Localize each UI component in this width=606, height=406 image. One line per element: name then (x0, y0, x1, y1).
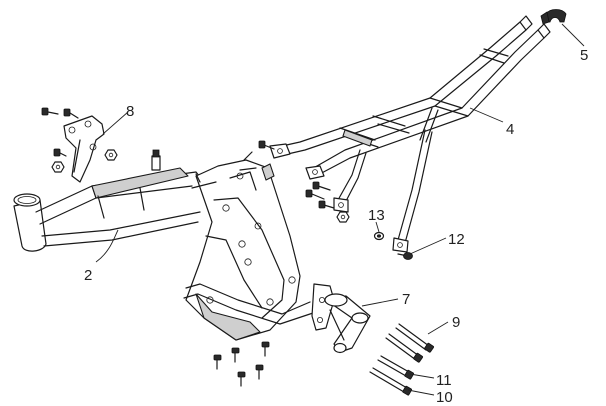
bolt-icon (305, 189, 325, 200)
subframe-bolts (258, 140, 350, 223)
bolt-icon (41, 107, 59, 116)
long-bolt-9b (395, 323, 435, 353)
bolt-icon (255, 364, 264, 380)
engine-mount-bracket (63, 115, 105, 183)
bolt-icon (63, 108, 79, 119)
callout-4: 4 (506, 121, 514, 138)
callout-2: 2 (84, 267, 92, 284)
leader-2 (95, 229, 119, 263)
nut-icon (104, 149, 118, 161)
leader-5 (561, 23, 585, 47)
callout-11: 11 (436, 372, 452, 389)
callout-5: 5 (580, 47, 588, 64)
callout-9: 9 (452, 314, 460, 331)
leader-9 (427, 321, 449, 335)
nut-icon (51, 161, 65, 173)
bolt-icon (318, 200, 335, 209)
leader-11 (409, 373, 435, 379)
leader-7 (361, 298, 399, 307)
bolt-10 (369, 367, 412, 396)
callout-labels: 2 4 5 7 8 9 10 11 12 13 (84, 47, 588, 406)
leader-4 (469, 107, 504, 123)
bolt-icon (261, 341, 270, 357)
bracket-bolts (41, 107, 118, 173)
subframe-end-clamp (540, 9, 567, 25)
callout-7: 7 (402, 291, 410, 308)
bolt-icon (312, 181, 331, 191)
callout-10: 10 (436, 389, 453, 406)
leader-lines (95, 23, 585, 396)
rear-subframe (269, 15, 551, 253)
callout-8: 8 (126, 103, 134, 120)
nut-13 (373, 231, 385, 241)
bolt-icon (53, 148, 67, 157)
swingarm-bracket (324, 293, 371, 354)
bolt-icon (237, 371, 246, 387)
leader-10 (407, 389, 435, 396)
leader-13 (375, 221, 380, 233)
callout-13: 13 (368, 207, 385, 224)
nut-icon (336, 211, 350, 223)
bolt-icon (258, 140, 275, 150)
leader-8 (102, 111, 129, 135)
callout-12: 12 (448, 231, 465, 248)
leader-12 (409, 237, 447, 255)
long-bolt-9 (385, 333, 424, 363)
bolt-icon (231, 347, 240, 363)
bolt-icon (213, 354, 222, 370)
lower-bolts (213, 341, 270, 387)
bolt-11 (377, 355, 414, 380)
main-frame (13, 149, 335, 341)
